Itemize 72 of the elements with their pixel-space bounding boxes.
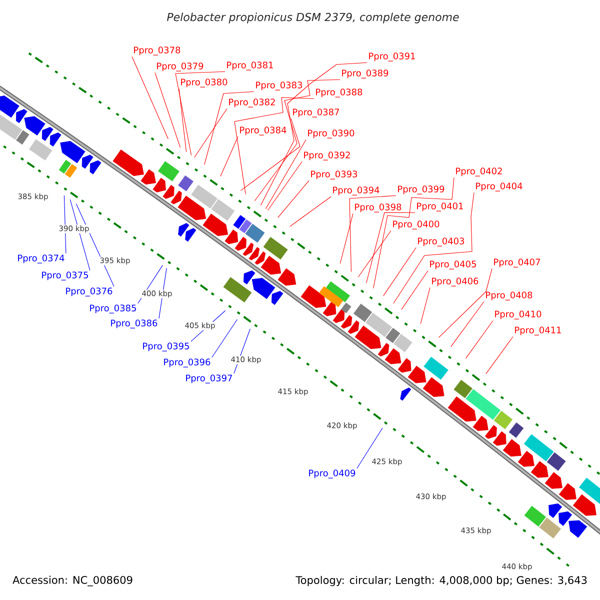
- leader-line: [64, 195, 66, 254]
- title: Pelobacter propionicus DSM 2379, complete genome: [167, 12, 459, 24]
- gene-label: Ppro_0409: [309, 470, 356, 478]
- gene-label: Ppro_0396: [164, 358, 210, 368]
- leader-line: [178, 88, 187, 152]
- gene-label: Ppro_0404: [476, 182, 522, 192]
- gene-label: Ppro_0383: [256, 82, 302, 90]
- leader-line: [356, 428, 383, 469]
- leader-line: [132, 56, 168, 140]
- gene-label: Ppro_0388: [316, 88, 362, 98]
- leader-line: [278, 180, 310, 218]
- leader-line: [240, 118, 300, 191]
- leader-line: [373, 177, 454, 289]
- gene-label: Ppro_0405: [430, 260, 476, 270]
- gene-label: Ppro_0391: [369, 52, 415, 62]
- gene-label: Ppro_0399: [398, 186, 444, 194]
- footer-text: Accession: NC_008609: [12, 576, 132, 586]
- gene-label: Ppro_0398: [355, 204, 402, 212]
- gene-label: Ppro_0376: [66, 288, 112, 296]
- leader-line: [420, 287, 430, 324]
- leader-line: [366, 212, 416, 284]
- gene-label: Ppro_0406: [432, 278, 478, 286]
- leader-line: [450, 301, 484, 348]
- gene-label: Ppro_0407: [494, 258, 540, 268]
- leader-line: [358, 230, 392, 278]
- leader-line: [393, 192, 474, 304]
- leader-line: [220, 136, 238, 176]
- leader-line: [486, 336, 514, 374]
- leader-line: [234, 97, 314, 195]
- leader-line: [438, 268, 492, 338]
- gene-label: Ppro_0385: [90, 304, 136, 314]
- gene-label: Ppro_0387: [293, 108, 339, 118]
- gene-label: Ppro_0402: [456, 168, 502, 176]
- leader-line: [466, 320, 494, 359]
- leader-line: [194, 108, 228, 158]
- gene-label: Ppro_0411: [515, 326, 561, 336]
- gene-label: Ppro_0393: [311, 170, 358, 180]
- gene-label: Ppro_0397: [186, 374, 232, 384]
- gene-label: Ppro_0390: [308, 130, 354, 138]
- gene-label: Ppro_0382: [229, 98, 275, 108]
- gene-label: Ppro_0408: [486, 292, 532, 300]
- leader-line: [401, 270, 428, 310]
- leader-line: [267, 161, 302, 211]
- gene-label: Ppro_0386: [111, 320, 158, 328]
- leader-line: [265, 139, 306, 210]
- leader-line: [349, 195, 396, 272]
- gene-label: Ppro_0380: [181, 78, 228, 88]
- leader-line: [340, 213, 354, 264]
- leader-line: [260, 62, 368, 206]
- leader-line: [254, 79, 340, 202]
- gene-label: Ppro_0375: [42, 272, 88, 280]
- gene-label: Ppro_0392: [304, 152, 350, 160]
- gene-label: Ppro_0378: [134, 46, 180, 56]
- gene-label: Ppro_0389: [342, 70, 388, 78]
- gene-label: Ppro_0384: [240, 126, 286, 136]
- gene-label: Ppro_0394: [333, 186, 380, 196]
- gene-label: Ppro_0400: [393, 220, 440, 230]
- leader-line: [383, 247, 416, 296]
- leader-line: [70, 199, 90, 271]
- gene-label: Ppro_0403: [418, 238, 464, 246]
- leader-line: [204, 91, 254, 165]
- gene-label: Ppro_0395: [143, 342, 189, 352]
- footer-text: Topology: circular; Length: 4,008,000 bp; Genes: 3,643: [296, 576, 587, 586]
- leader-line: [175, 71, 226, 156]
- gene-label: Ppro_0379: [157, 62, 204, 72]
- gene-label: Ppro_0381: [227, 62, 273, 70]
- leader-line: [154, 72, 181, 148]
- leader-line: [212, 319, 238, 358]
- gene-label: Ppro_0410: [495, 310, 542, 320]
- gene-label: Ppro_0401: [417, 202, 463, 212]
- gene-label: Ppro_0374: [18, 254, 64, 264]
- leader-line: [290, 196, 332, 227]
